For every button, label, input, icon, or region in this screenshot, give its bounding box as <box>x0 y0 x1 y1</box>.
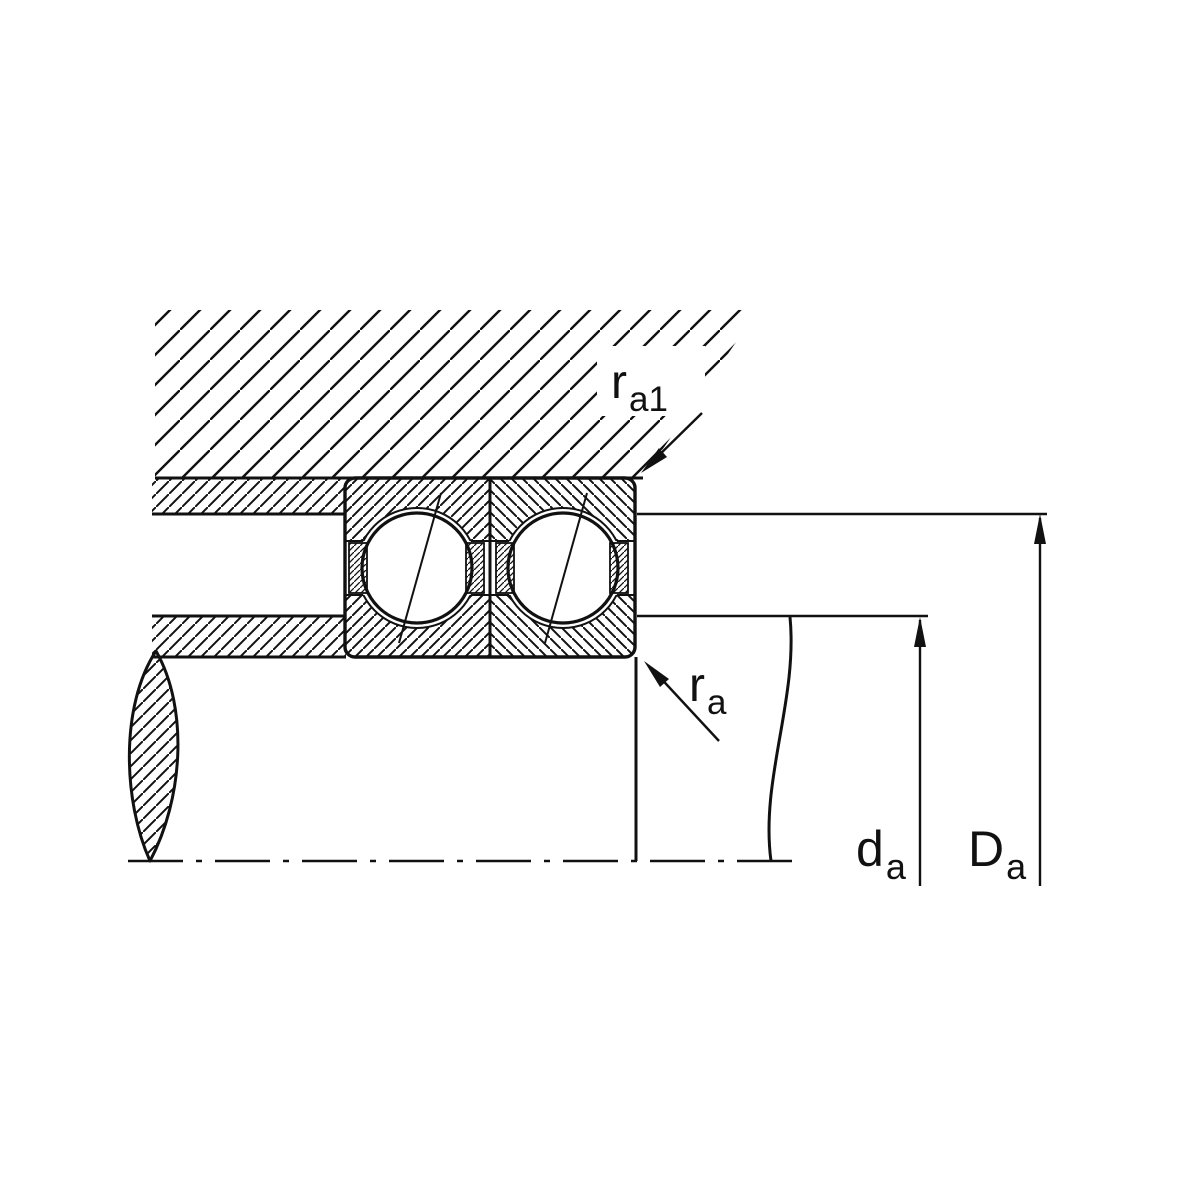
left-ball <box>360 511 474 625</box>
annotations <box>641 412 1046 886</box>
right-contact-angle-line <box>544 492 588 644</box>
labels: ra1 ra da Da <box>611 356 1027 887</box>
label-ra1: ra1 <box>611 356 668 419</box>
abutment-spacer-break-contour <box>767 616 793 862</box>
cage-segment-center-left <box>465 542 485 594</box>
ra-leader-line <box>654 671 720 742</box>
Da-dimension-arrowhead <box>1034 514 1046 544</box>
cage-segment-outer-left <box>348 542 368 594</box>
ra-arrowhead <box>644 661 669 687</box>
cage-segment-outer-right <box>609 542 629 594</box>
label-ra: ra <box>689 659 727 722</box>
housing-abutment-band <box>152 478 345 514</box>
cage-segment-center-right <box>495 542 515 594</box>
ra1-arrowhead <box>641 448 667 473</box>
label-da: da <box>856 821 907 887</box>
da-dimension-arrowhead <box>914 617 926 647</box>
shaft-abutment-band <box>152 616 346 657</box>
label-Da: Da <box>968 821 1027 887</box>
shaft-section <box>127 614 928 863</box>
left-contact-angle-line <box>398 492 442 644</box>
shaft-break-lens <box>127 649 180 863</box>
housing-label-clearance <box>597 346 705 416</box>
bearing-outline <box>343 476 637 659</box>
right-ball <box>506 511 620 625</box>
bearing-assembly <box>343 476 637 659</box>
